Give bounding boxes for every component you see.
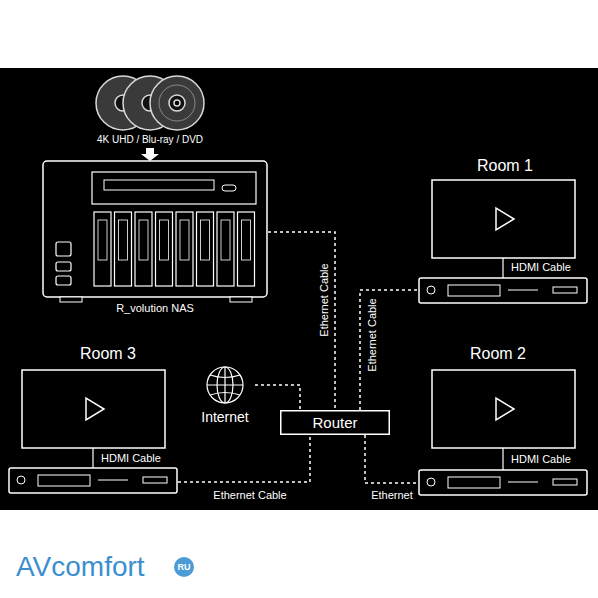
cable-label: Ethernet Cable bbox=[211, 489, 288, 502]
ethernet-connector bbox=[255, 385, 300, 410]
node-title: Room 1 bbox=[477, 157, 533, 175]
internet-globe: Internet bbox=[195, 365, 255, 429]
watermark-logo: AVcomfort bbox=[16, 551, 145, 583]
room-group: Room 1 HDMI Cable bbox=[418, 155, 588, 305]
node-title: Room 2 bbox=[470, 345, 526, 363]
cable-label: HDMI Cable bbox=[511, 453, 571, 466]
black-panel bbox=[0, 68, 598, 510]
room-group: Room 3 HDMI Cable bbox=[8, 340, 178, 498]
room-group-art bbox=[418, 155, 588, 305]
nas-box: R_volution NAS bbox=[42, 160, 268, 320]
node-title: Internet bbox=[201, 409, 248, 425]
router-box: Router bbox=[280, 410, 390, 435]
ethernet-connector bbox=[268, 232, 335, 410]
watermark-badge: RU bbox=[178, 562, 191, 572]
insert-arrow bbox=[141, 148, 159, 161]
media-label: 4K UHD / Blu-ray / DVD bbox=[97, 134, 203, 146]
cable-label: Ethernet Cable bbox=[366, 296, 379, 373]
ethernet-connector bbox=[178, 435, 310, 482]
disc-stack bbox=[96, 76, 204, 130]
ethernet-connector bbox=[365, 435, 418, 483]
node-title: Router bbox=[312, 414, 357, 431]
nas-box-art bbox=[42, 160, 268, 320]
room-group-art bbox=[8, 340, 178, 498]
logo-badge bbox=[174, 557, 194, 577]
cable-label: HDMI Cable bbox=[101, 452, 161, 465]
cable-label: HDMI Cable bbox=[511, 261, 571, 274]
room-group-art bbox=[418, 340, 588, 500]
node-title: Room 3 bbox=[80, 345, 136, 363]
cable-label: Ethernet bbox=[369, 489, 415, 502]
cable-label: Ethernet Cable bbox=[318, 261, 331, 338]
node-title: R_volution NAS bbox=[116, 302, 194, 315]
ethernet-connector bbox=[360, 290, 418, 410]
room-group: Room 2 HDMI Cable bbox=[418, 340, 588, 500]
